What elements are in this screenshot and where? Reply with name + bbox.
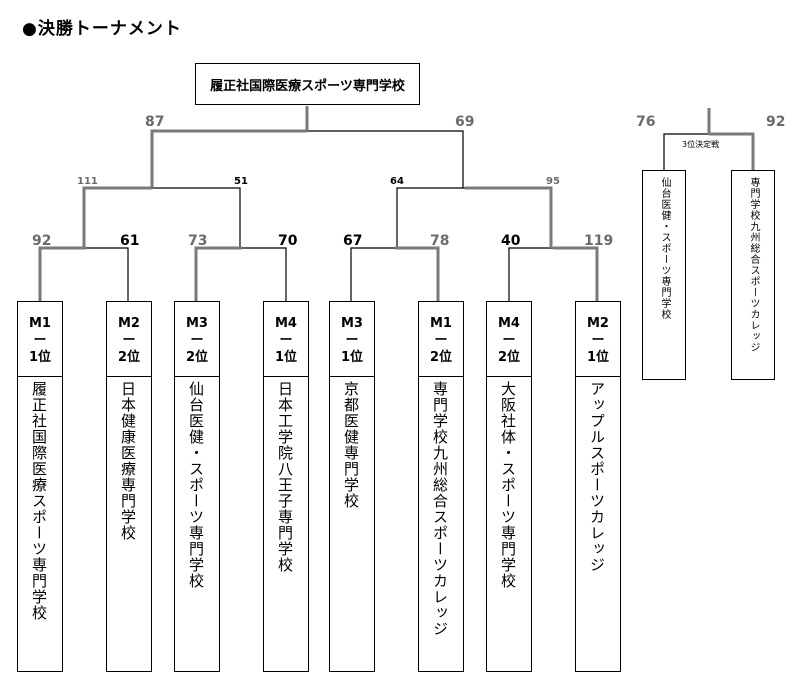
third-team-left: 仙台医健・スポーツ専門学校 — [642, 170, 686, 380]
team-name: 履正社国際医療スポーツ専門学校 — [30, 381, 48, 621]
team-name: 仙台医健・スポーツ専門学校 — [659, 177, 670, 320]
line-qf8 — [553, 246, 599, 301]
line-qf2 — [86, 247, 129, 301]
page-title: ●決勝トーナメント — [22, 19, 182, 39]
third-team-right: 専門学校九州総合スポーツカレッジ — [731, 170, 775, 380]
final-score-right: 69 — [455, 114, 475, 130]
line-qf7 — [508, 247, 553, 301]
team-name: 大阪社体・スポーツ専門学校 — [499, 381, 517, 589]
qf-score-7: 40 — [501, 233, 521, 249]
qf-score-6: 78 — [430, 233, 450, 249]
team-name: 日本工学院八王子専門学校 — [276, 381, 294, 573]
line-sf-b — [152, 187, 241, 248]
semi-score-c: 64 — [390, 176, 404, 187]
qf-score-4: 70 — [278, 233, 298, 249]
champion-box: 履正社国際医療スポーツ専門学校 — [195, 63, 420, 105]
semi-score-b: 51 — [234, 176, 248, 187]
third-score-right: 92 — [766, 114, 786, 130]
team-name: 専門学校九州総合スポーツカレッジ — [431, 381, 449, 637]
third-place-label: 3位決定戦 — [682, 140, 720, 149]
semi-score-d: 95 — [546, 176, 560, 187]
qf-score-5: 67 — [343, 233, 363, 249]
line-sf-a — [82, 186, 152, 248]
line-third-right — [709, 132, 755, 170]
team-name: 日本健康医療専門学校 — [119, 381, 137, 541]
qf-score-8: 119 — [584, 233, 614, 249]
line-qf4 — [242, 247, 287, 301]
line-sf-c — [396, 187, 465, 248]
team-name: アップルスポーツカレッジ — [588, 381, 606, 573]
qf-score-1: 92 — [32, 233, 52, 249]
third-score-left: 76 — [636, 114, 656, 130]
team-name: 京都医健専門学校 — [342, 381, 360, 509]
qf-score-2: 61 — [120, 233, 140, 249]
line-qf3 — [194, 246, 242, 301]
line-qf6 — [395, 246, 440, 301]
team-name: 仙台医健・スポーツ専門学校 — [187, 381, 205, 589]
final-score-left: 87 — [145, 114, 165, 130]
line-qf1 — [38, 246, 86, 301]
line-qf5 — [350, 247, 395, 301]
line-sf-d — [465, 186, 553, 248]
semi-score-a: 111 — [77, 176, 98, 187]
line-final-right — [307, 130, 464, 188]
line-third-left — [663, 133, 709, 170]
team-name: 専門学校九州総合スポーツカレッジ — [748, 177, 759, 353]
line-final-left — [150, 129, 307, 188]
qf-score-3: 73 — [188, 233, 208, 249]
